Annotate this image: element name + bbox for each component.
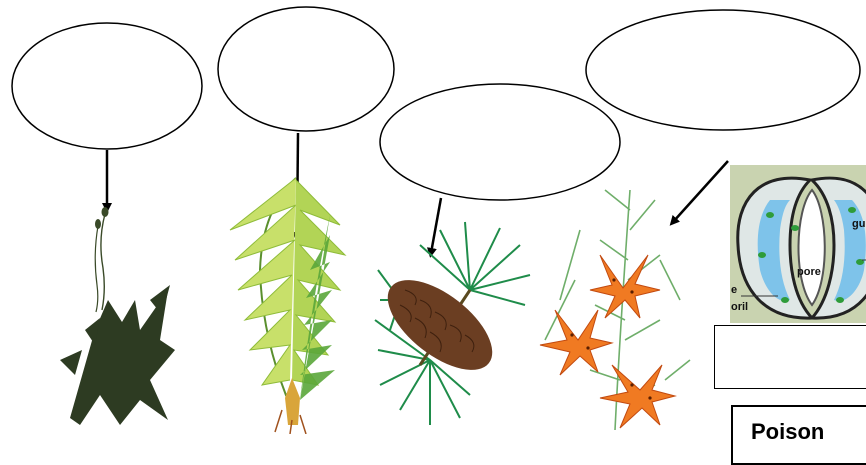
arrow-flower: [673, 161, 728, 222]
stoma-label-guard: gu: [852, 218, 865, 230]
stoma-label-e: e: [731, 284, 737, 296]
diagram-stage: pore gu e oril Poison: [0, 0, 866, 434]
lily-icon: [540, 190, 690, 430]
moss-icon: [60, 207, 175, 425]
pine-cone-icon: [373, 222, 530, 425]
poison-text: Poison: [751, 419, 824, 445]
stoma-label-pore: pore: [797, 266, 821, 278]
arrow-conifer: [431, 198, 441, 253]
label-ellipse-flower[interactable]: [586, 10, 860, 130]
label-ellipse-conifer[interactable]: [380, 84, 620, 200]
stoma-label-oril: oril: [731, 301, 748, 313]
answer-box-poison[interactable]: Poison: [731, 405, 866, 465]
answer-box-stomata[interactable]: [714, 325, 866, 389]
stomata-illustration: pore gu e oril: [730, 165, 866, 323]
label-ellipse-moss[interactable]: [12, 23, 202, 149]
fern-icon: [230, 178, 345, 434]
label-ellipse-fern[interactable]: [218, 7, 394, 131]
